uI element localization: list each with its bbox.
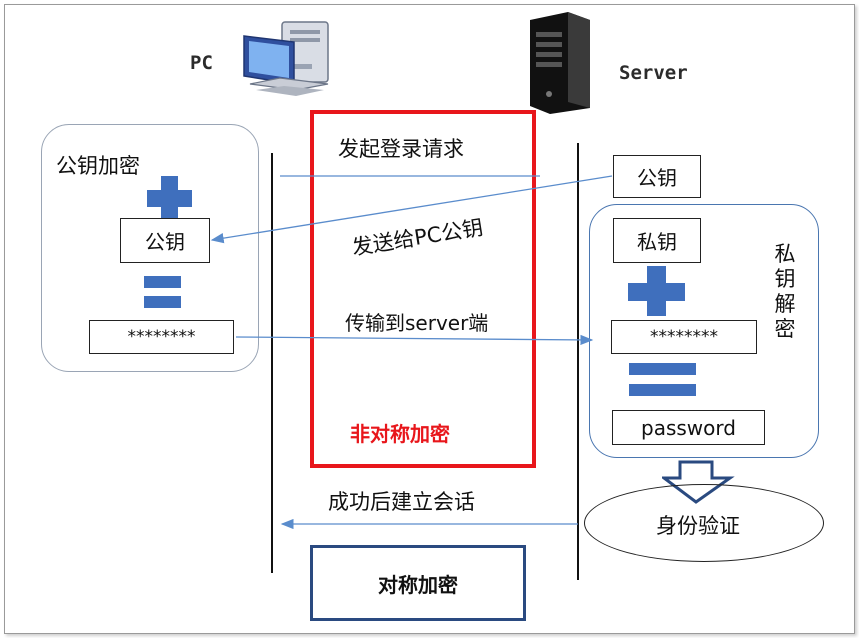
ciphertext-transfer-arrow [235, 334, 594, 346]
server-lifeline [577, 143, 579, 580]
asymmetric-encryption-label: 非对称加密 [350, 422, 450, 446]
private-key-decryption-title-char: 解 [774, 292, 796, 316]
transfer-to-server-label: 传输到server端 [345, 311, 489, 335]
ciphertext-box-right: ******** [611, 320, 757, 354]
equals-icon-left-top [144, 276, 181, 288]
asymmetric-encryption-frame [310, 110, 536, 468]
identity-verification-ellipse [584, 484, 824, 562]
symmetric-encryption-label: 对称加密 [378, 572, 458, 597]
session-established-label: 成功后建立会话 [328, 490, 475, 514]
ciphertext-box-left: ******** [89, 320, 234, 354]
pc-label: PC [190, 52, 213, 74]
public-key-send-arrow [210, 175, 613, 244]
public-key-encryption-title: 公钥加密 [56, 154, 140, 178]
private-key-decryption-title-char: 密 [774, 317, 796, 341]
equals-icon-right-bottom [629, 384, 696, 396]
private-key-decryption-title-char: 钥 [774, 267, 796, 291]
identity-verification-label: 身份验证 [656, 514, 740, 538]
server-label: Server [619, 62, 688, 84]
pc-computer-icon [243, 21, 329, 96]
private-key-box: 私钥 [613, 218, 701, 263]
symmetric-encryption-box: 对称加密 [310, 545, 526, 621]
diagram-frame [4, 4, 855, 634]
public-key-box-left: 公钥 [120, 218, 210, 263]
private-key-decryption-title: 私 钥 解 密 [772, 242, 798, 342]
public-key-encryption-group [41, 124, 259, 372]
public-key-box-right: 公钥 [613, 155, 701, 198]
plus-icon-right-vertical [647, 266, 666, 316]
private-key-decryption-title-char: 私 [774, 242, 796, 266]
login-request-label: 发起登录请求 [338, 137, 464, 161]
equals-icon-right-top [629, 363, 696, 375]
plus-icon-left-vertical [161, 176, 178, 221]
server-tower-icon [530, 12, 590, 114]
equals-icon-left-bottom [144, 296, 181, 308]
private-key-decryption-group [589, 204, 819, 458]
pc-lifeline [271, 153, 273, 573]
password-box: password [612, 410, 765, 445]
